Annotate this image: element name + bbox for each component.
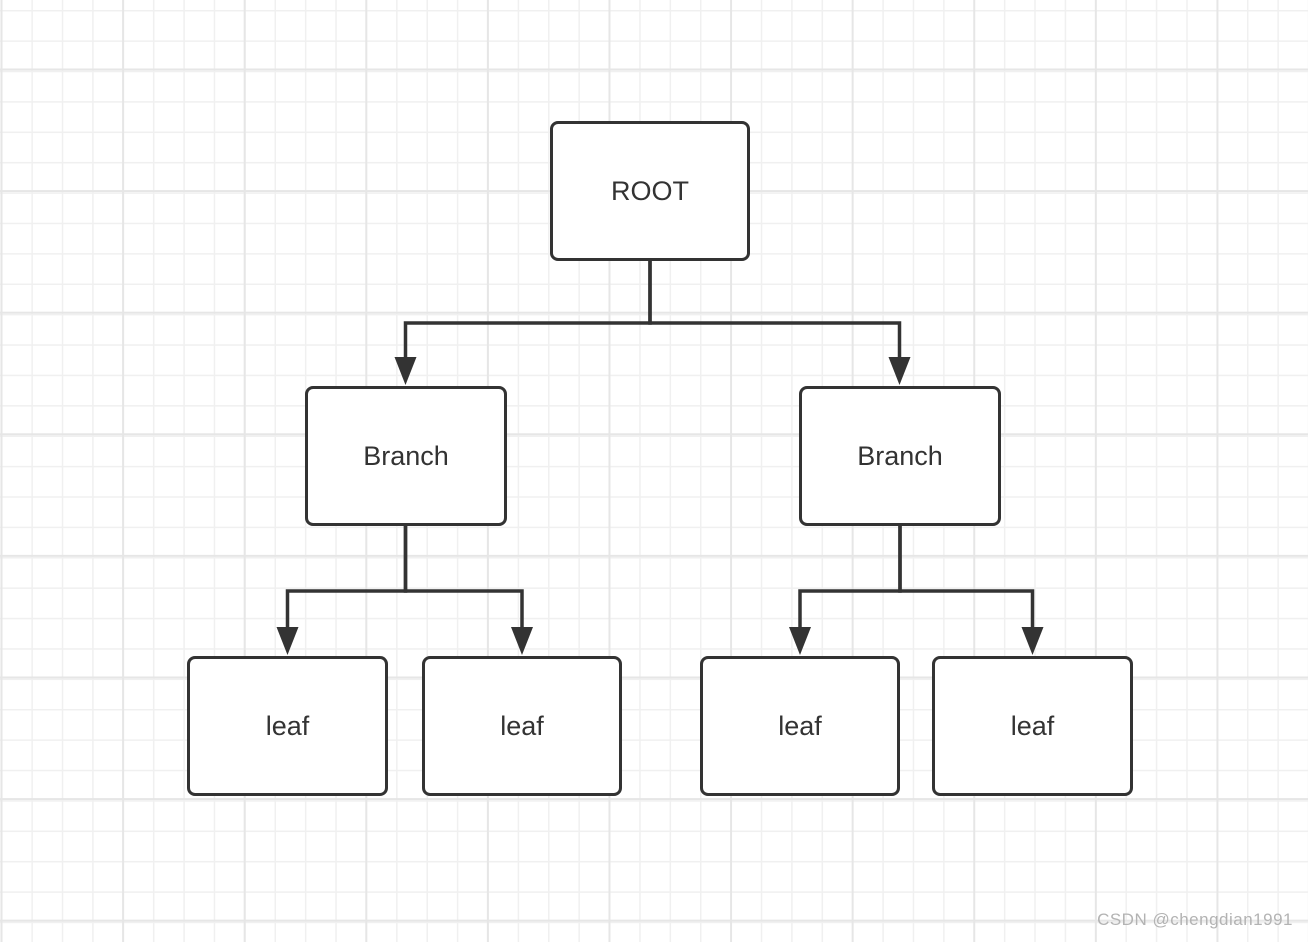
node-branch-right-label: Branch (857, 440, 943, 471)
node-leaf-2[interactable]: leaf (422, 656, 622, 796)
edge-branch-right-leaf-4[interactable] (898, 526, 1044, 655)
node-root-label: ROOT (611, 175, 689, 206)
edge-root-branch-left[interactable] (394, 261, 652, 385)
node-leaf-2-label: leaf (500, 710, 544, 741)
node-branch-right[interactable]: Branch (799, 386, 1001, 526)
node-root[interactable]: ROOT (550, 121, 750, 261)
edge-branch-left-leaf-2[interactable] (403, 526, 534, 655)
edge-branch-right-leaf-3[interactable] (789, 526, 902, 655)
node-branch-left[interactable]: Branch (305, 386, 507, 526)
arrowhead-down-icon (888, 357, 911, 385)
arrowhead-down-icon (394, 357, 417, 385)
node-leaf-1-label: leaf (265, 710, 310, 741)
arrowhead-down-icon (789, 627, 811, 655)
node-branch-left-label: Branch (363, 440, 449, 471)
node-leaf-1[interactable]: leaf (187, 656, 388, 796)
arrowhead-down-icon (1021, 627, 1044, 655)
node-leaf-4-label: leaf (1010, 710, 1055, 741)
arrowhead-down-icon (511, 627, 533, 655)
edge-branch-left-leaf-1[interactable] (276, 526, 408, 655)
watermark: CSDN @chengdian1991 (1097, 910, 1293, 929)
node-leaf-3-label: leaf (778, 710, 822, 741)
node-leaf-4[interactable]: leaf (932, 656, 1133, 796)
arrowhead-down-icon (276, 627, 299, 655)
node-leaf-3[interactable]: leaf (700, 656, 900, 796)
edge-root-branch-right[interactable] (648, 261, 911, 385)
